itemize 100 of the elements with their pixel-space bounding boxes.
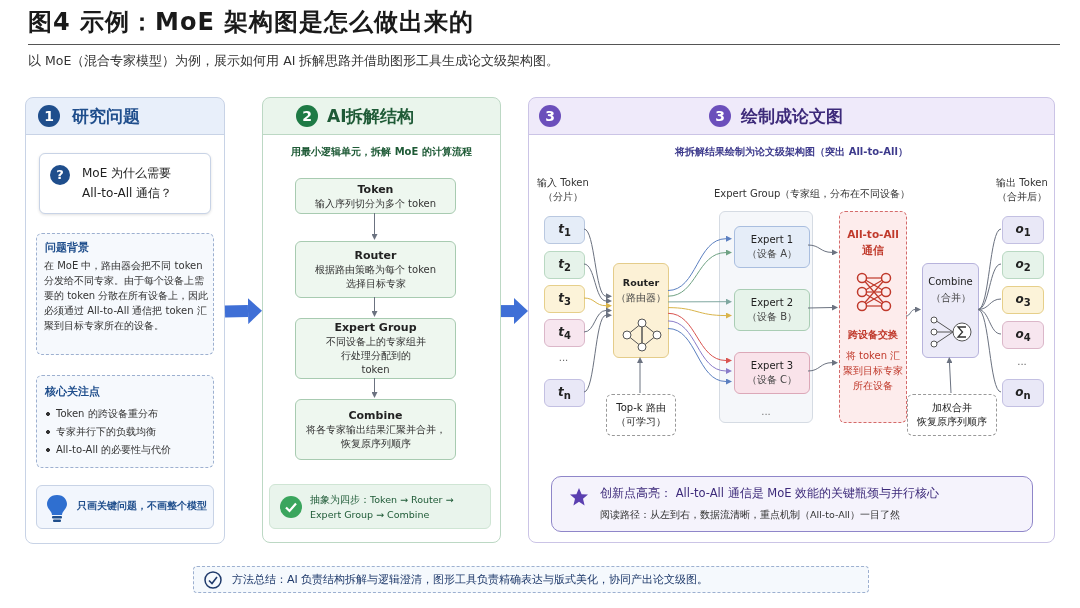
- ellipsis: ...: [1016, 356, 1028, 367]
- connector-line: [977, 228, 1002, 310]
- step-box: [295, 178, 456, 214]
- group-heading: Expert Group（专家组，分布在不同设备）: [714, 187, 911, 201]
- page-title: 图4 示例：MoE 架构图是怎么做出来的: [28, 7, 475, 38]
- token-box: [544, 251, 585, 279]
- box-heading: 核心关注点: [45, 384, 100, 399]
- token-box: [544, 379, 585, 407]
- panel-title: 研究问题: [72, 105, 140, 128]
- number-badge: 3: [539, 105, 561, 127]
- token-label: o$_{2}$: [1015, 256, 1031, 274]
- arrow: [667, 312, 732, 364]
- arrow: [667, 298, 732, 305]
- arrow: [583, 263, 612, 304]
- arrow: [583, 312, 612, 393]
- highlight-box: [551, 476, 1033, 532]
- step-title: Expert Group: [334, 320, 417, 335]
- connector-line: [977, 263, 1002, 310]
- box-subtitle: （合并）: [929, 292, 972, 305]
- number-badge: 1: [38, 105, 60, 127]
- panel-card: [528, 97, 1055, 543]
- step-text: 将各专家输出结果汇聚并合并，恢复原序列顺序: [304, 423, 447, 451]
- token-label: t$_{2}$: [558, 256, 571, 274]
- step-box: [295, 399, 456, 460]
- column-label: 输出 Token（合并后）: [995, 176, 1049, 204]
- page-subtitle: 以 MoE（混合专家模型）为例，展示如何用 AI 拆解思路并借助图形工具生成论文级架构图。: [28, 53, 560, 70]
- question-text: MoE 为什么需要 All-to-All 通信？: [82, 165, 174, 202]
- note-box: [606, 394, 676, 436]
- arrow: [667, 307, 732, 319]
- arrow: [583, 228, 612, 299]
- token-box: [1002, 251, 1044, 279]
- box-title: Router: [621, 277, 661, 288]
- panel-title: 绘制成论文图: [741, 105, 843, 128]
- arrow: [371, 377, 378, 398]
- box-title: All-to-All 通信: [846, 227, 900, 258]
- tip-box: [36, 485, 214, 529]
- note-text: 加权合并: [932, 401, 972, 415]
- question-card: [39, 153, 211, 214]
- token-box: [1002, 286, 1044, 314]
- box-title: Expert 1: [750, 233, 794, 247]
- box-subtitle: （设备 B）: [746, 310, 797, 324]
- expert-box: [734, 352, 810, 394]
- bullet-item: 专家并行下的负载均衡: [45, 425, 156, 439]
- step-box: [295, 318, 456, 379]
- token-label: t$_{4}$: [558, 324, 571, 342]
- token-box: [544, 319, 585, 347]
- token-label: t$_{n}$: [558, 384, 571, 402]
- block-arrow: [224, 298, 262, 325]
- panel-subtitle: 将拆解结果绘制为论文级架构图（突出 All-to-All）: [673, 145, 909, 159]
- block-arrow: [501, 298, 528, 325]
- highlight-text: 创新点高亮： All-to-All 通信是 MoE 效能的关键瓶颈与并行核心: [600, 486, 940, 501]
- token-label: t$_{3}$: [558, 290, 571, 308]
- box-text: 将 token 汇聚到目标专家所在设备: [842, 349, 904, 393]
- token-box: [544, 216, 585, 244]
- summary-text: 方法总结：AI 负责结构拆解与逻辑澄清，图形工具负责精确表达与版式美化，协同产出论文级图。: [232, 572, 709, 587]
- column-label: 输入 Token（分片）: [536, 176, 590, 204]
- router-box: [613, 263, 669, 358]
- expert-box: [734, 226, 810, 268]
- step-title: Combine: [348, 408, 403, 423]
- step-text: 根据路由策略为每个 token 选择目标专家: [313, 263, 438, 291]
- box-heading: 问题背景: [45, 240, 89, 255]
- bullet-item: All-to-All 的必要性与代价: [45, 443, 172, 457]
- box-subtitle: 跨设备交换: [847, 328, 899, 342]
- arrow: [807, 244, 838, 256]
- box-subtitle: （设备 C）: [746, 373, 798, 387]
- number-badge: 3: [709, 105, 731, 127]
- token-box: [1002, 321, 1044, 349]
- step-box: [295, 241, 456, 298]
- background-box: [36, 233, 214, 355]
- ellipsis: ...: [557, 352, 570, 363]
- question-badge: ?: [50, 165, 70, 185]
- note-text: Top-k 路由（可学习）: [615, 401, 667, 429]
- tip-text: 只画关键问题，不画整个模型: [77, 500, 207, 513]
- token-box: [544, 285, 585, 313]
- panel-title: AI拆解结构: [327, 105, 415, 128]
- focus-box: [36, 375, 214, 468]
- arrow: [583, 297, 612, 309]
- arrow: [667, 320, 732, 374]
- box-title: Expert 3: [750, 359, 794, 373]
- connector-line: [977, 309, 1002, 335]
- token-label: o$_{1}$: [1015, 221, 1031, 239]
- combine-box: [922, 263, 979, 358]
- arrow: [667, 249, 732, 297]
- summary-bar: [193, 566, 869, 593]
- token-label: t$_{1}$: [558, 221, 571, 239]
- panel-card: [262, 97, 501, 543]
- step-text: 输入序列切分为多个 token: [314, 196, 437, 211]
- expert-box: [734, 289, 810, 331]
- note-box: [907, 394, 997, 436]
- arrow: [583, 307, 612, 333]
- arrow: [637, 357, 643, 394]
- token-label: o$_{3}$: [1015, 291, 1031, 309]
- body-text: 在 MoE 中，路由器会把不同 token 分发给不同专家。由于每个设备上需要的 token 分散在所有设备上，因此必须通过 All-to-All 通信把 token 汇聚到目标专家所在的设备。: [44, 259, 210, 333]
- box-subtitle: （路由器）: [615, 292, 667, 305]
- bullet-item: Token 的跨设备重分布: [45, 407, 158, 421]
- communication-box: [839, 211, 907, 423]
- token-box: [1002, 216, 1044, 244]
- step-title: Token: [357, 181, 394, 197]
- ellipsis: ...: [760, 406, 772, 417]
- reading-note: 阅读路径：从左到右，数据流清晰，重点机制（All-to-All）一目了然: [600, 509, 900, 522]
